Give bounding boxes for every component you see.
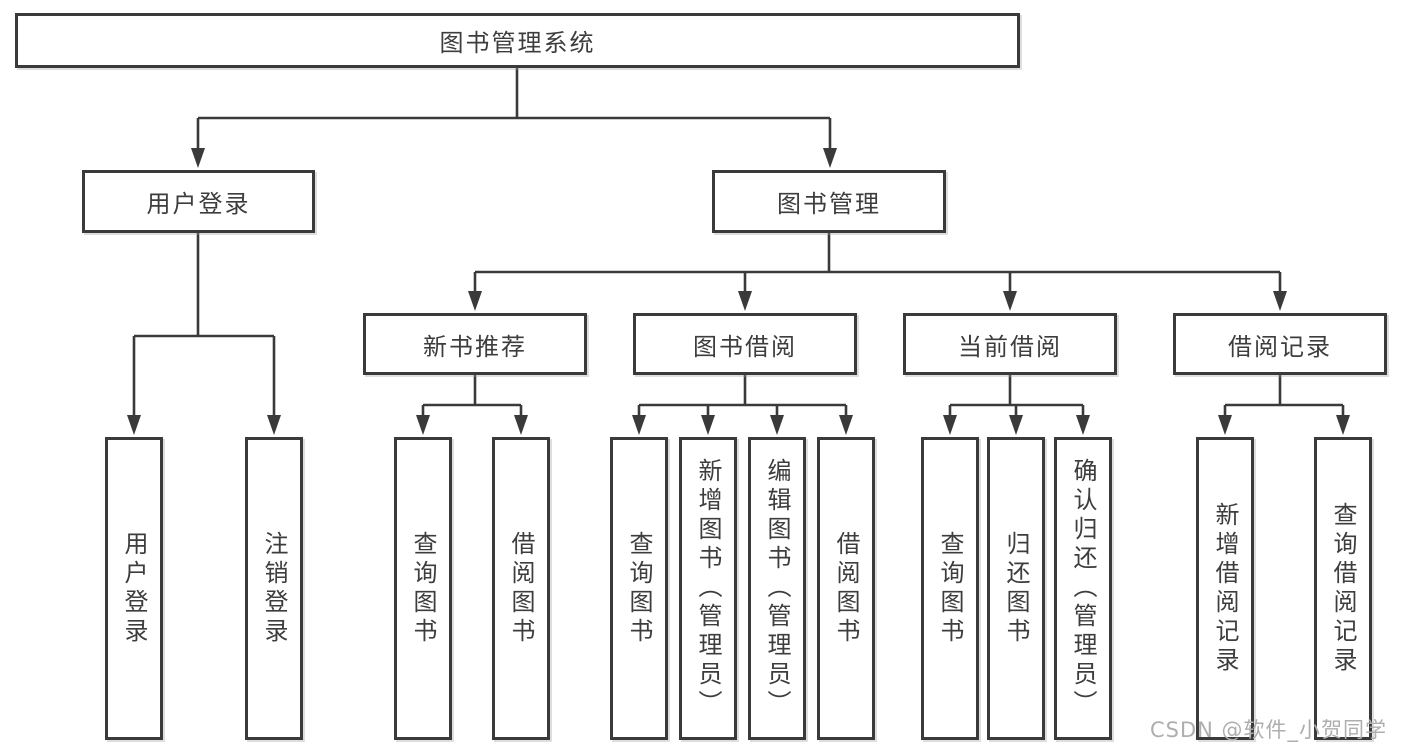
leaf-cb-return-books: 归还图书 bbox=[987, 437, 1045, 740]
node-borrow-records: 借阅记录 bbox=[1173, 313, 1387, 375]
leaf-bb-add-books-admin: 新增图书（管理员） bbox=[679, 437, 737, 740]
leaf-nbr-query-books: 查询图书 bbox=[394, 437, 452, 740]
node-book-borrow: 图书借阅 bbox=[633, 313, 857, 375]
arrowheads bbox=[127, 148, 1350, 435]
leaf-bb-query-books: 查询图书 bbox=[610, 437, 668, 740]
leaf-br-query-record: 查询借阅记录 bbox=[1314, 437, 1372, 740]
leaf-logout: 注销登录 bbox=[245, 437, 303, 740]
leaf-user-login: 用户登录 bbox=[105, 437, 163, 740]
node-new-book-recommend: 新书推荐 bbox=[363, 313, 587, 375]
node-book-management: 图书管理 bbox=[712, 170, 946, 233]
node-user-login: 用户登录 bbox=[82, 170, 315, 233]
leaf-br-add-record: 新增借阅记录 bbox=[1196, 437, 1254, 740]
node-current-borrow: 当前借阅 bbox=[903, 313, 1117, 375]
leaf-nbr-borrow-books: 借阅图书 bbox=[492, 437, 550, 740]
node-root: 图书管理系统 bbox=[15, 13, 1020, 68]
leaf-bb-borrow-books: 借阅图书 bbox=[817, 437, 875, 740]
leaf-cb-query-books: 查询图书 bbox=[921, 437, 979, 740]
leaf-bb-edit-books-admin: 编辑图书（管理员） bbox=[748, 437, 806, 740]
watermark: CSDN @软件_小贺同学 bbox=[1150, 718, 1388, 742]
leaf-cb-confirm-return-admin: 确认归还（管理员） bbox=[1054, 437, 1112, 740]
